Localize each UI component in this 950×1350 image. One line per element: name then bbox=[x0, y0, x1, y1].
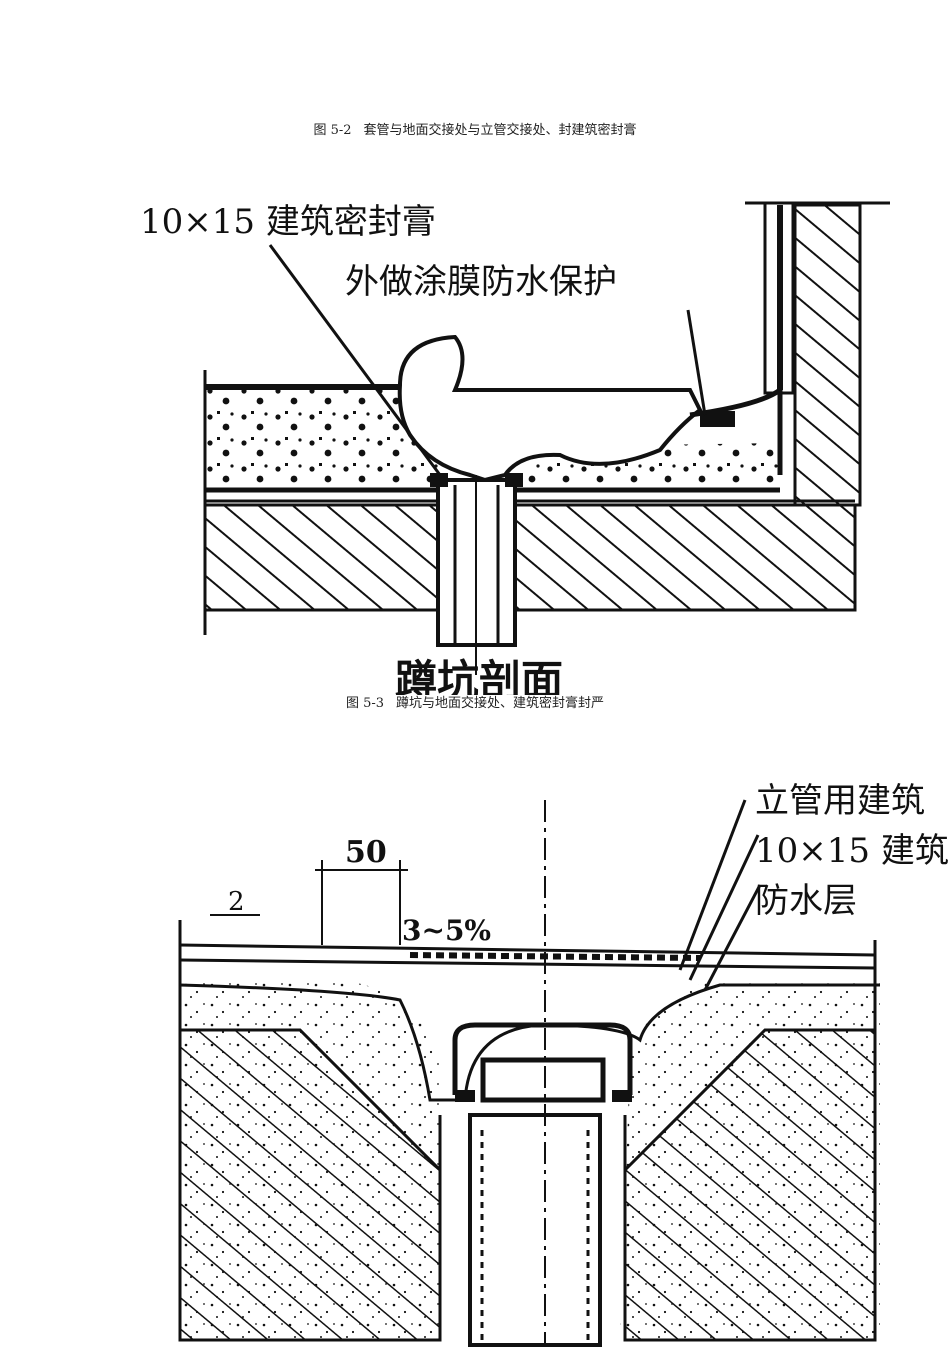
figure-5-3-drawing: 50 3~5% 2 立管用建筑 10×15 建筑 防水层 bbox=[178, 781, 949, 1347]
label-coating: 外做涂膜防水保护 bbox=[345, 262, 617, 302]
dimension-50: 50 bbox=[315, 835, 408, 945]
wall bbox=[689, 201, 890, 507]
figure-5-3-caption: 图 5-3 蹲坑与地面交接处、建筑密封膏封严 bbox=[0, 692, 950, 711]
figure-5-2-drawing: 10×15 建筑密封膏 外做涂膜防水保护 蹲坑剖面 bbox=[140, 201, 890, 695]
slope-label: 3~5% bbox=[402, 914, 491, 947]
leader-lines-2 bbox=[678, 799, 762, 991]
drain-fitting bbox=[438, 800, 633, 1347]
floor-layers bbox=[178, 920, 877, 1340]
caption-text: 套管与地面交接处与立管交接处、封建筑密封膏 bbox=[363, 123, 637, 138]
caption-number: 图 5-2 bbox=[313, 123, 352, 138]
concrete-slab bbox=[203, 503, 857, 612]
label-sealant: 10×15 建筑密封膏 bbox=[140, 202, 436, 242]
dim-2-label: 2 bbox=[228, 887, 245, 917]
label-sealant-2: 10×15 建筑 bbox=[755, 831, 949, 871]
label-pipe: 立管用建筑 bbox=[755, 781, 925, 821]
dim-50-label: 50 bbox=[345, 835, 387, 870]
dimension-2: 2 bbox=[210, 887, 260, 917]
caption-number: 图 5-3 bbox=[345, 696, 385, 711]
caption-text: 蹲坑与地面交接处、建筑密封膏封严 bbox=[396, 696, 605, 711]
label-section: 蹲坑剖面 bbox=[395, 656, 563, 695]
leader-lines bbox=[268, 244, 707, 476]
drain-pipe bbox=[430, 473, 523, 675]
label-waterproof: 防水层 bbox=[755, 881, 857, 921]
figure-5-2-caption: 图 5-2 套管与地面交接处与立管交接处、封建筑密封膏 bbox=[0, 119, 950, 138]
